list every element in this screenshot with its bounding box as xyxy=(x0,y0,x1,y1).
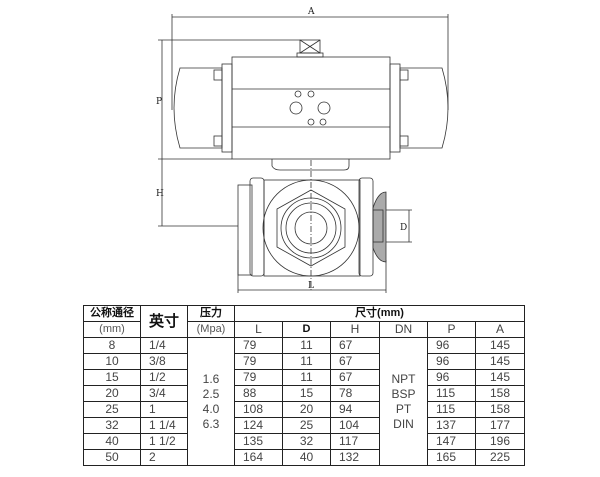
pressure-value: 4.0 xyxy=(202,401,220,416)
label-l: L xyxy=(308,281,314,291)
label-d: D xyxy=(400,223,407,233)
label-a: A xyxy=(307,7,315,17)
cell-inch: 1 1/2 xyxy=(140,433,188,450)
cell-nominal-bore: 15 xyxy=(83,369,141,386)
header-a: A xyxy=(474,321,526,338)
cell-l: 79 xyxy=(234,337,283,354)
cell-d: 32 xyxy=(282,433,331,450)
pressure-value: 1.6 xyxy=(202,371,220,386)
cell-p: 165 xyxy=(427,449,476,466)
cell-h: 94 xyxy=(330,401,380,418)
cell-nominal-bore: 50 xyxy=(83,449,141,466)
cell-nominal-bore: 20 xyxy=(83,385,141,402)
cell-h: 104 xyxy=(330,417,380,434)
header-pressure-unit: (Mpa) xyxy=(187,321,235,338)
cell-d: 11 xyxy=(282,353,331,370)
dn-value: DIN xyxy=(393,416,414,431)
valve-technical-drawing: A P H L D xyxy=(156,7,449,293)
cell-a: 145 xyxy=(474,369,526,386)
cell-p: 137 xyxy=(427,417,476,434)
header-pressure: 压力 xyxy=(187,305,235,322)
dn-value: NPT xyxy=(391,371,416,386)
header-h: H xyxy=(330,321,380,338)
cell-nominal-bore: 40 xyxy=(83,433,141,450)
cell-p: 115 xyxy=(427,385,476,402)
cell-p: 147 xyxy=(427,433,476,450)
cell-inch: 1/4 xyxy=(140,337,188,354)
label-h: H xyxy=(156,189,164,199)
cell-h: 117 xyxy=(330,433,380,450)
cell-l: 88 xyxy=(234,385,283,402)
cell-l: 79 xyxy=(234,353,283,370)
mounting-bracket xyxy=(271,159,350,171)
header-p: P xyxy=(427,321,476,338)
actuator xyxy=(173,56,449,160)
pressure-value: 6.3 xyxy=(202,416,220,431)
cell-a: 158 xyxy=(474,401,526,418)
cell-h: 67 xyxy=(330,353,380,370)
dn-value: BSP xyxy=(391,386,416,401)
cell-l: 135 xyxy=(234,433,283,450)
header-d: D xyxy=(282,321,331,338)
cell-inch: 2 xyxy=(140,449,188,466)
cell-h: 67 xyxy=(330,369,380,386)
header-nominal-bore-unit: (mm) xyxy=(83,321,141,338)
header-dn: DN xyxy=(379,321,428,338)
cell-a: 196 xyxy=(474,433,526,450)
cell-inch: 1 1/4 xyxy=(140,417,188,434)
cell-d: 11 xyxy=(282,337,331,354)
cell-inch: 1/2 xyxy=(140,369,188,386)
cell-inch: 3/8 xyxy=(140,353,188,370)
cell-a: 158 xyxy=(474,385,526,402)
dn-value: PT xyxy=(395,401,412,416)
header-dimensions: 尺寸(mm) xyxy=(233,305,526,322)
cell-h: 67 xyxy=(330,337,380,354)
cell-a: 145 xyxy=(474,337,526,354)
header-nominal-bore: 公称通径 xyxy=(83,305,141,322)
dimension-table: 公称通径 英寸 压力 尺寸(mm) (mm) (Mpa) L D H DN P … xyxy=(83,305,526,466)
header-inch: 英寸 xyxy=(140,305,188,338)
cell-h: 132 xyxy=(330,449,380,466)
cell-d: 11 xyxy=(282,369,331,386)
cell-inch: 3/4 xyxy=(140,385,188,402)
cell-inch: 1 xyxy=(140,401,188,418)
header-l: L xyxy=(234,321,283,338)
cell-p: 115 xyxy=(427,401,476,418)
label-p: P xyxy=(156,97,162,107)
cell-l: 79 xyxy=(234,369,283,386)
pressure-value: 2.5 xyxy=(202,386,220,401)
valve-body xyxy=(237,160,387,290)
cell-l: 124 xyxy=(234,417,283,434)
cell-d: 25 xyxy=(282,417,331,434)
cell-a: 177 xyxy=(474,417,526,434)
cell-p: 96 xyxy=(427,337,476,354)
cell-d: 15 xyxy=(282,385,331,402)
cell-nominal-bore: 8 xyxy=(83,337,141,354)
cell-nominal-bore: 10 xyxy=(83,353,141,370)
cell-l: 164 xyxy=(234,449,283,466)
cell-a: 145 xyxy=(474,353,526,370)
cell-a: 225 xyxy=(474,449,526,466)
cell-p: 96 xyxy=(427,353,476,370)
cell-d: 40 xyxy=(282,449,331,466)
cell-nominal-bore: 32 xyxy=(83,417,141,434)
cell-l: 108 xyxy=(234,401,283,418)
cell-d: 20 xyxy=(282,401,331,418)
cell-nominal-bore: 25 xyxy=(83,401,141,418)
cell-p: 96 xyxy=(427,369,476,386)
cell-h: 78 xyxy=(330,385,380,402)
